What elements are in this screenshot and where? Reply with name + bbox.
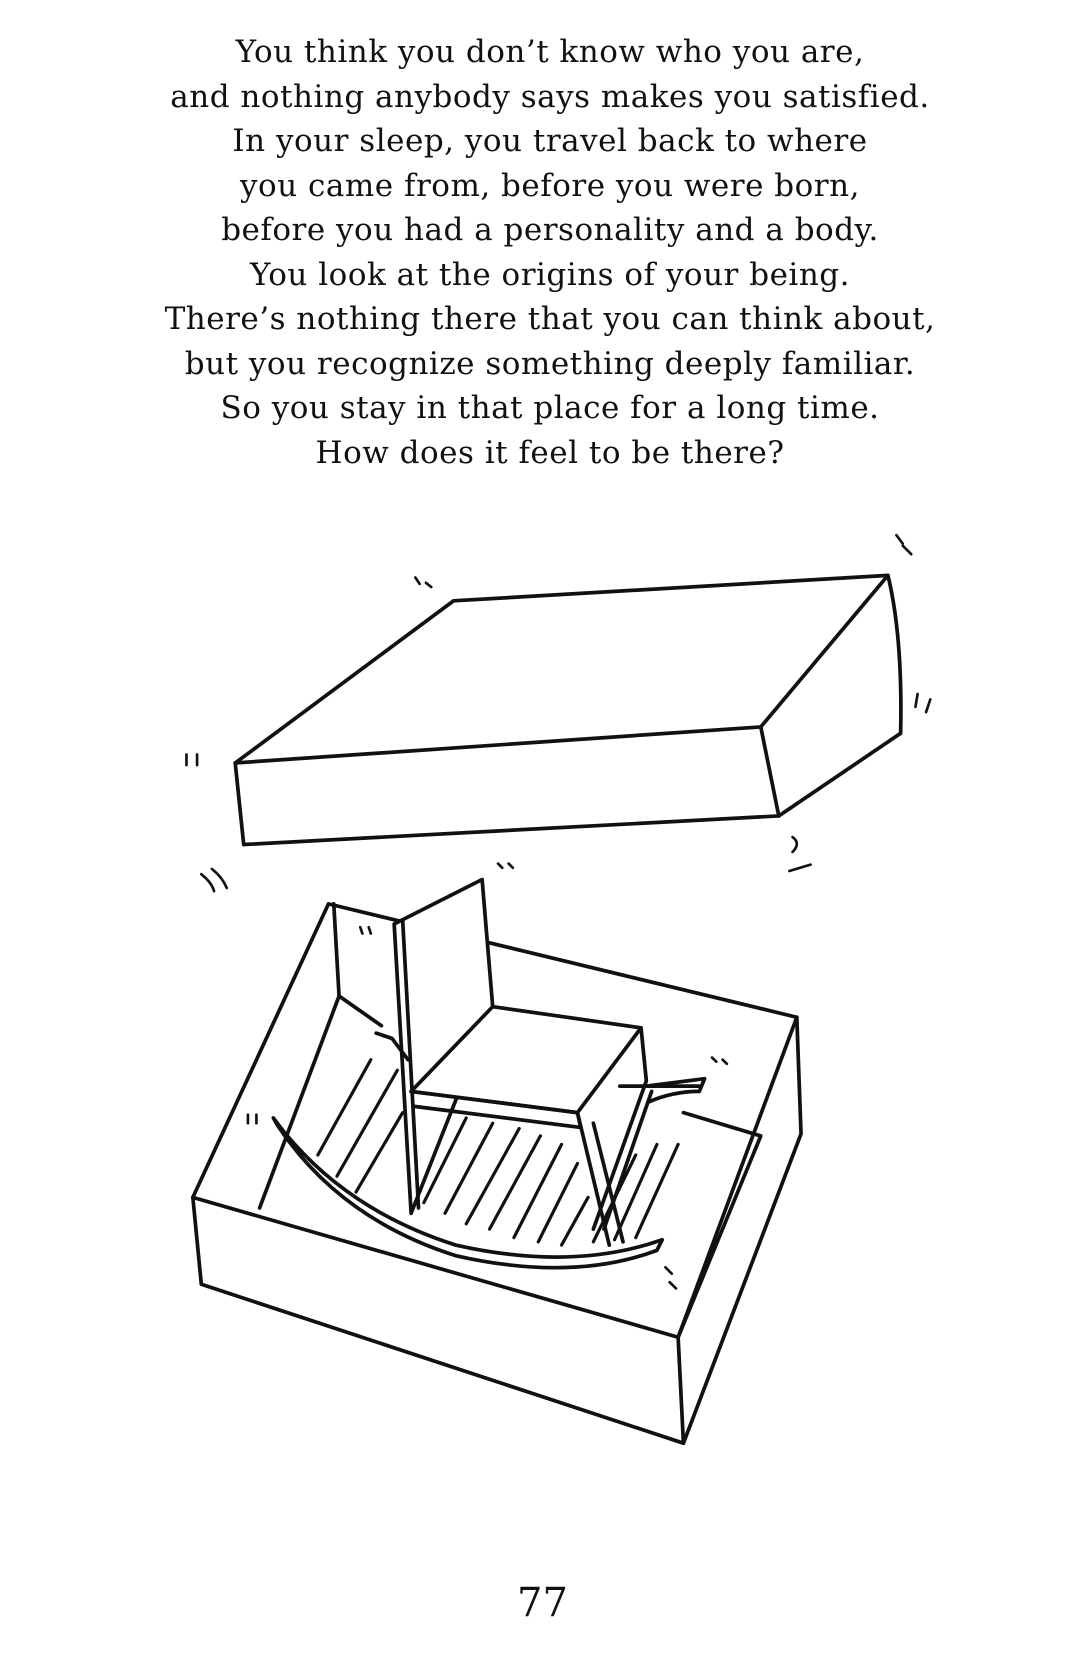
poem-line: you came from, before you were born, (240, 167, 860, 204)
poem-line: In your sleep, you travel back to where (232, 123, 868, 159)
poem-text: You think you don’t know who you are, an… (0, 30, 1085, 475)
page-number: 77 (517, 1580, 568, 1626)
box-lid (233, 573, 903, 847)
poem-line: So you stay in that place for a long tim… (220, 390, 880, 426)
poem-line: How does it feel to be there? (315, 434, 785, 471)
poem-line: You look at the origins of your being. (249, 256, 850, 293)
poem-line: There’s nothing there that you can think… (164, 301, 936, 337)
box-base (190, 902, 803, 1446)
poem-line: but you recognize something deeply famil… (184, 345, 916, 382)
poem-line: before you had a personality and a body. (221, 212, 879, 248)
motion-marks (185, 533, 932, 1290)
poem-line: You think you don’t know who you are, (235, 34, 865, 70)
poem-line: and nothing anybody says makes you satis… (170, 78, 930, 115)
rocking-chair (271, 877, 707, 1270)
